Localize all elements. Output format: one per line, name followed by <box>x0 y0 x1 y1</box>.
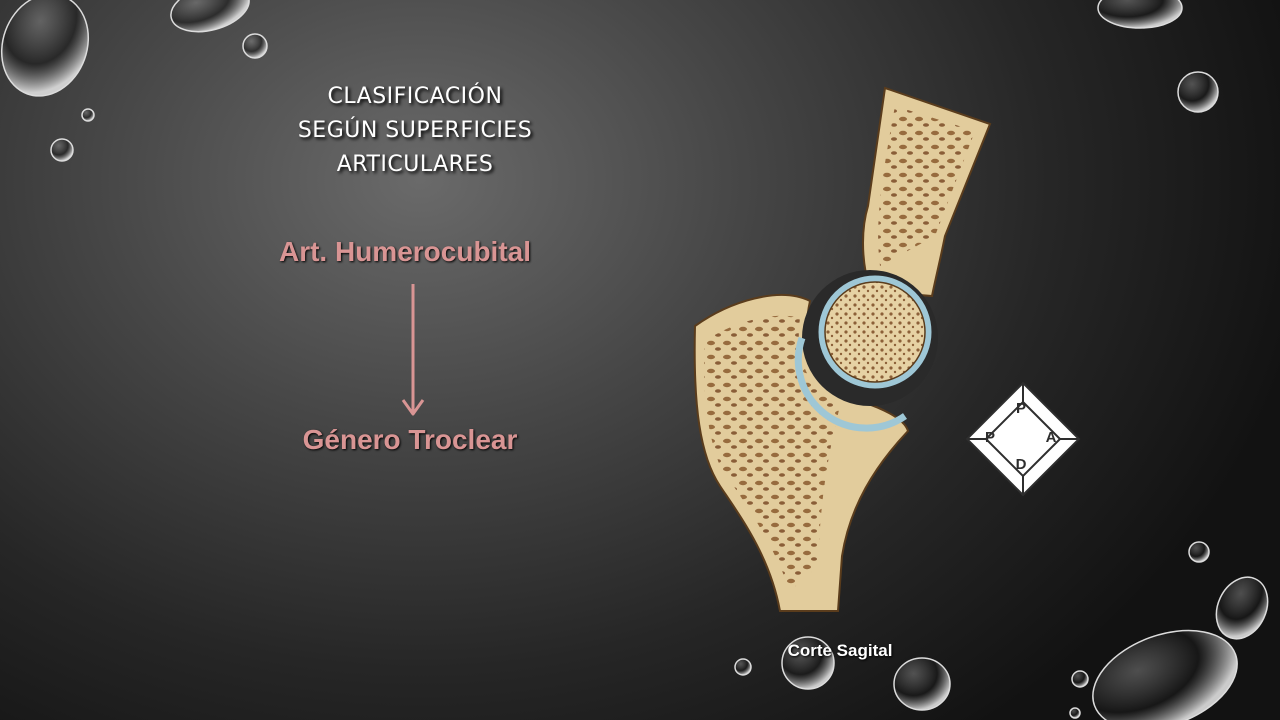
image-caption: Corte Sagital <box>787 641 893 660</box>
down-arrow-icon <box>401 284 425 416</box>
elbow-joint-section-illustration <box>693 86 992 612</box>
orientation-compass-icon: P P A D <box>964 380 1082 503</box>
compass-bottom-label: D <box>1015 456 1027 473</box>
title-line: SEGÚN SUPERFICIES <box>297 118 533 143</box>
slide-title: CLASIFICACIÓN SEGÚN SUPERFICIES ARTICULA… <box>250 80 580 182</box>
compass-left-label: P <box>984 429 995 446</box>
joint-genre: Género Troclear <box>302 424 518 455</box>
title-line: CLASIFICACIÓN <box>327 84 503 109</box>
compass-top-label: P <box>1015 400 1026 417</box>
title-line: ARTICULARES <box>336 152 494 177</box>
joint-name: Art. Humerocubital <box>278 236 532 267</box>
compass-right-label: A <box>1045 429 1057 446</box>
